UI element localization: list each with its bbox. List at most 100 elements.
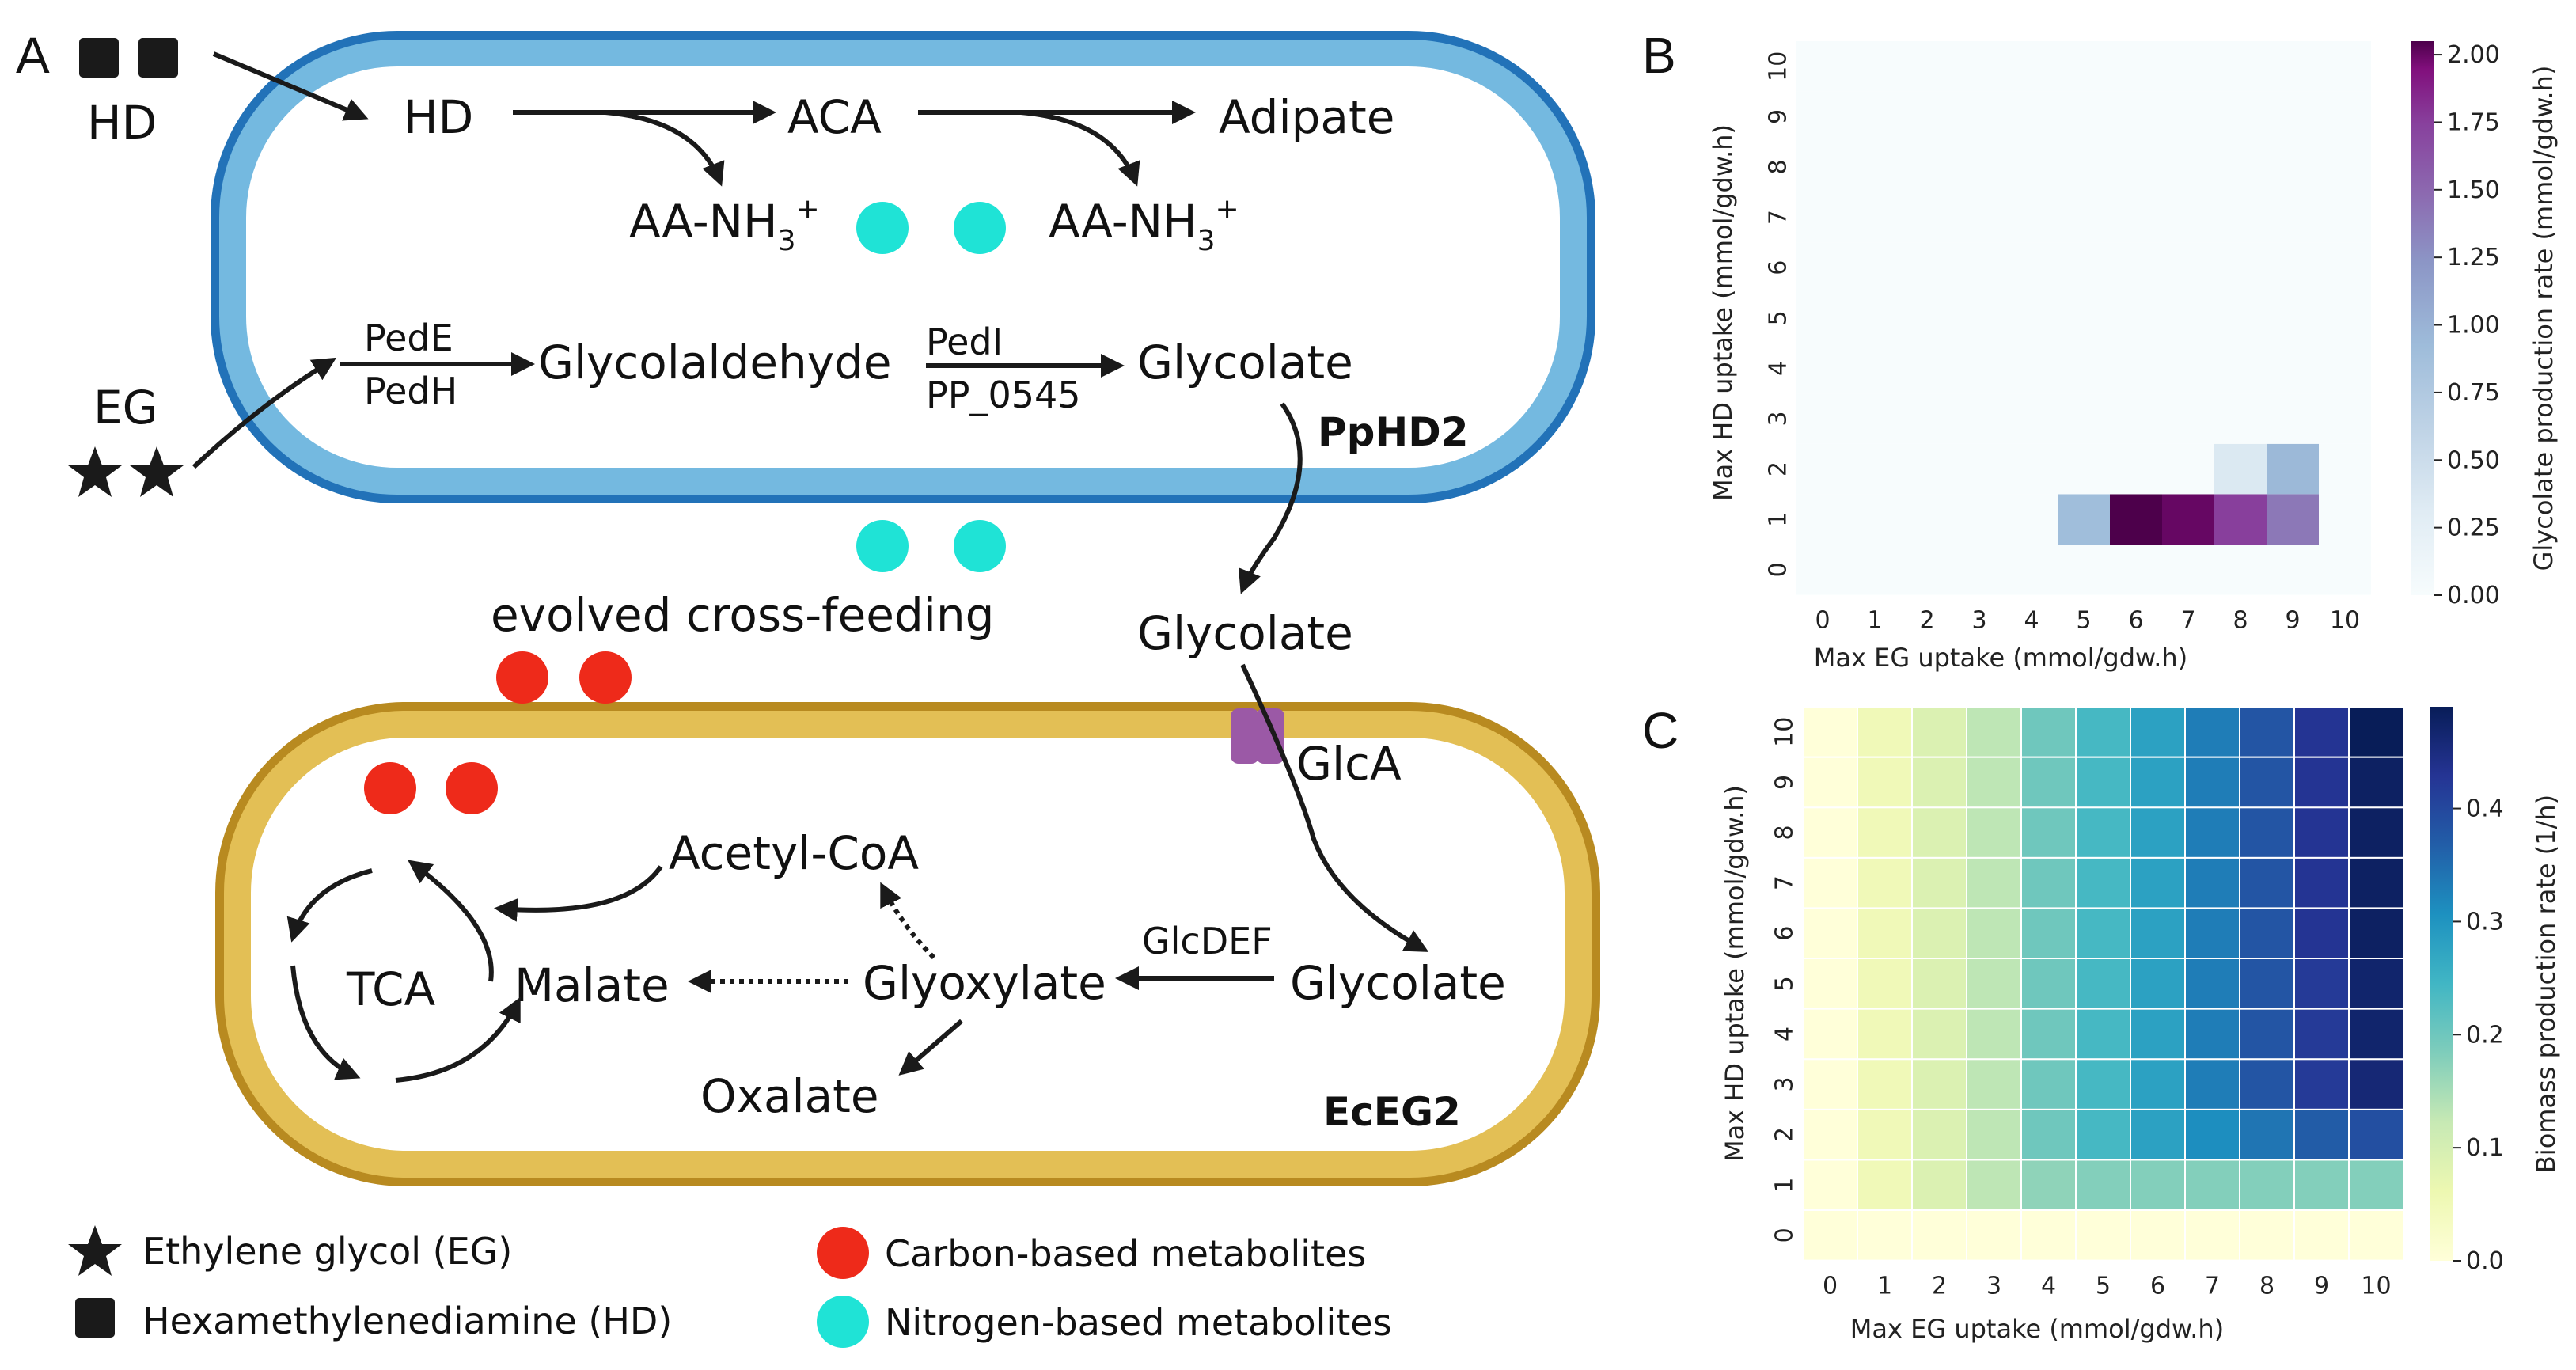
y-tick-label: 10	[1771, 717, 1799, 747]
heatmap-cell	[2239, 806, 2295, 859]
heatmap-cell	[1802, 756, 1858, 809]
x-tick-label: 2	[1932, 1273, 1947, 1300]
heatmap-cell	[1966, 1108, 2022, 1161]
x-tick-label: 8	[2259, 1273, 2274, 1300]
heatmap-cell	[1802, 907, 1858, 960]
heatmap-cell	[1796, 443, 1849, 495]
hd-import-arrow	[212, 51, 369, 121]
heatmap-cell	[1911, 706, 1967, 758]
heatmap-cell	[1802, 706, 1858, 758]
x-tick-label: 6	[2150, 1273, 2165, 1300]
heatmap-cell	[1857, 1159, 1913, 1212]
heatmap-cell	[1911, 907, 1967, 960]
heatmap-cell	[1849, 545, 1901, 595]
heatmap-cell	[1953, 443, 2005, 495]
acetyl-coa-label: Acetyl-CoA	[669, 826, 919, 880]
heatmap-cell	[1849, 293, 1901, 343]
colorbar-b-label: Glycolate production rate (mmol/gdw.h)	[2529, 66, 2559, 571]
x-tick-label: 3	[1971, 607, 1986, 635]
heatmap-cell	[1796, 242, 1849, 293]
hd-square-icon	[79, 38, 119, 78]
heatmap-cell	[2075, 958, 2131, 1010]
colorbar-tick-label: 0.1	[2466, 1134, 2504, 1162]
hd-side-arrow	[605, 110, 725, 187]
x-tick-label: 3	[1986, 1273, 2001, 1300]
heatmap-cell	[2058, 545, 2110, 595]
heatmap-cell	[1857, 1108, 1913, 1161]
heatmap-cell	[2214, 545, 2267, 595]
heatmap-cell	[2020, 856, 2077, 909]
heatmap-cell	[1953, 142, 2005, 192]
heatmap-cell	[2267, 545, 2319, 595]
colorbar-c-label: Biomass production rate (1/h)	[2531, 795, 2561, 1173]
y-tick-label: 1	[1765, 512, 1793, 527]
glycolate-export-arrow	[1238, 402, 1303, 594]
x-tick-label: 6	[2128, 607, 2143, 635]
heatmap-cell	[2293, 1058, 2350, 1110]
heatmap-cell	[1849, 393, 1901, 444]
heatmap-cell	[1966, 907, 2022, 960]
eceg2-label: EcEG2	[1323, 1089, 1461, 1135]
legend-eg-star-icon	[68, 1225, 122, 1276]
heatmap-cell	[1966, 856, 2022, 909]
aca-side-arrow	[1020, 110, 1140, 187]
heatmap-cell	[2162, 545, 2214, 595]
heatmap-cell	[2348, 1108, 2404, 1161]
heatmap-cell	[1911, 958, 1967, 1010]
heatmap-cell	[1857, 1008, 1913, 1061]
heatmap-cell	[2130, 1008, 2186, 1061]
heatmap-cell	[2020, 706, 2077, 758]
heatmap-cell	[2214, 393, 2267, 444]
eceg2-cell-wall	[224, 711, 1592, 1178]
aca-label: ACA	[787, 90, 882, 144]
heatmap-cell	[2110, 293, 2162, 343]
colorbar-tick-label: 0.0	[2466, 1247, 2504, 1275]
glyoxylate-to-oxalate-arrow	[898, 1019, 963, 1076]
tca-cycle-arrow	[286, 868, 373, 943]
heatmap-cell	[2020, 1209, 2077, 1262]
heatmap-cell	[1849, 192, 1901, 243]
heatmap-cell	[2293, 1008, 2350, 1061]
heatmap-cell	[2110, 393, 2162, 444]
heatmap-cell	[2020, 907, 2077, 960]
heatmap-cell	[2267, 142, 2319, 192]
heatmap-cell	[2239, 706, 2295, 758]
x-tick-label: 8	[2233, 607, 2248, 635]
eg-star-icon	[130, 446, 184, 497]
heatmap-cell	[2293, 856, 2350, 909]
heatmap-cell	[2184, 1209, 2240, 1262]
heatmap-cell	[2348, 958, 2404, 1010]
heatmap-cell	[1857, 907, 1913, 960]
heatmap-cell	[1966, 1008, 2022, 1061]
glycolate-import-arrow	[1240, 663, 1429, 952]
colorbar-tick-label: 0.50	[2447, 446, 2500, 474]
heatmap-cell	[2075, 706, 2131, 758]
heatmap-cell	[2110, 545, 2162, 595]
glycolate-ext-label: Glycolate	[1137, 606, 1353, 660]
heatmap-cell	[1953, 494, 2005, 545]
heatmap-cell	[2239, 1159, 2295, 1212]
heatmap-cell	[2162, 91, 2214, 142]
colorbar-tick-label: 0.4	[2466, 795, 2504, 823]
heatmap-cell	[1796, 494, 1849, 545]
heatmap-cell	[2075, 856, 2131, 909]
adipate-label: Adipate	[1219, 90, 1394, 144]
heatmap-cell	[2348, 1008, 2404, 1061]
ext-hd-label: HD	[87, 96, 157, 150]
heatmap-cell	[1857, 1209, 1913, 1262]
heatmap-cell	[2005, 443, 2058, 495]
heatmap-cell	[2005, 242, 2058, 293]
heatmap-cell	[2110, 142, 2162, 192]
tca-cycle-arrow	[408, 860, 494, 982]
heatmap-cell	[2214, 343, 2267, 394]
heatmap-cell	[1911, 1159, 1967, 1212]
heatmap-cell	[1857, 806, 1913, 859]
pede-label: PedE	[364, 317, 453, 359]
heatmap-cell	[2239, 1108, 2295, 1161]
heatmap-cell	[2267, 494, 2319, 545]
glyoxylate-label: Glyoxylate	[863, 956, 1106, 1010]
heatmap-cell	[1911, 1108, 1967, 1161]
heatmap-cell	[1953, 91, 2005, 142]
heatmap-cell	[2184, 958, 2240, 1010]
